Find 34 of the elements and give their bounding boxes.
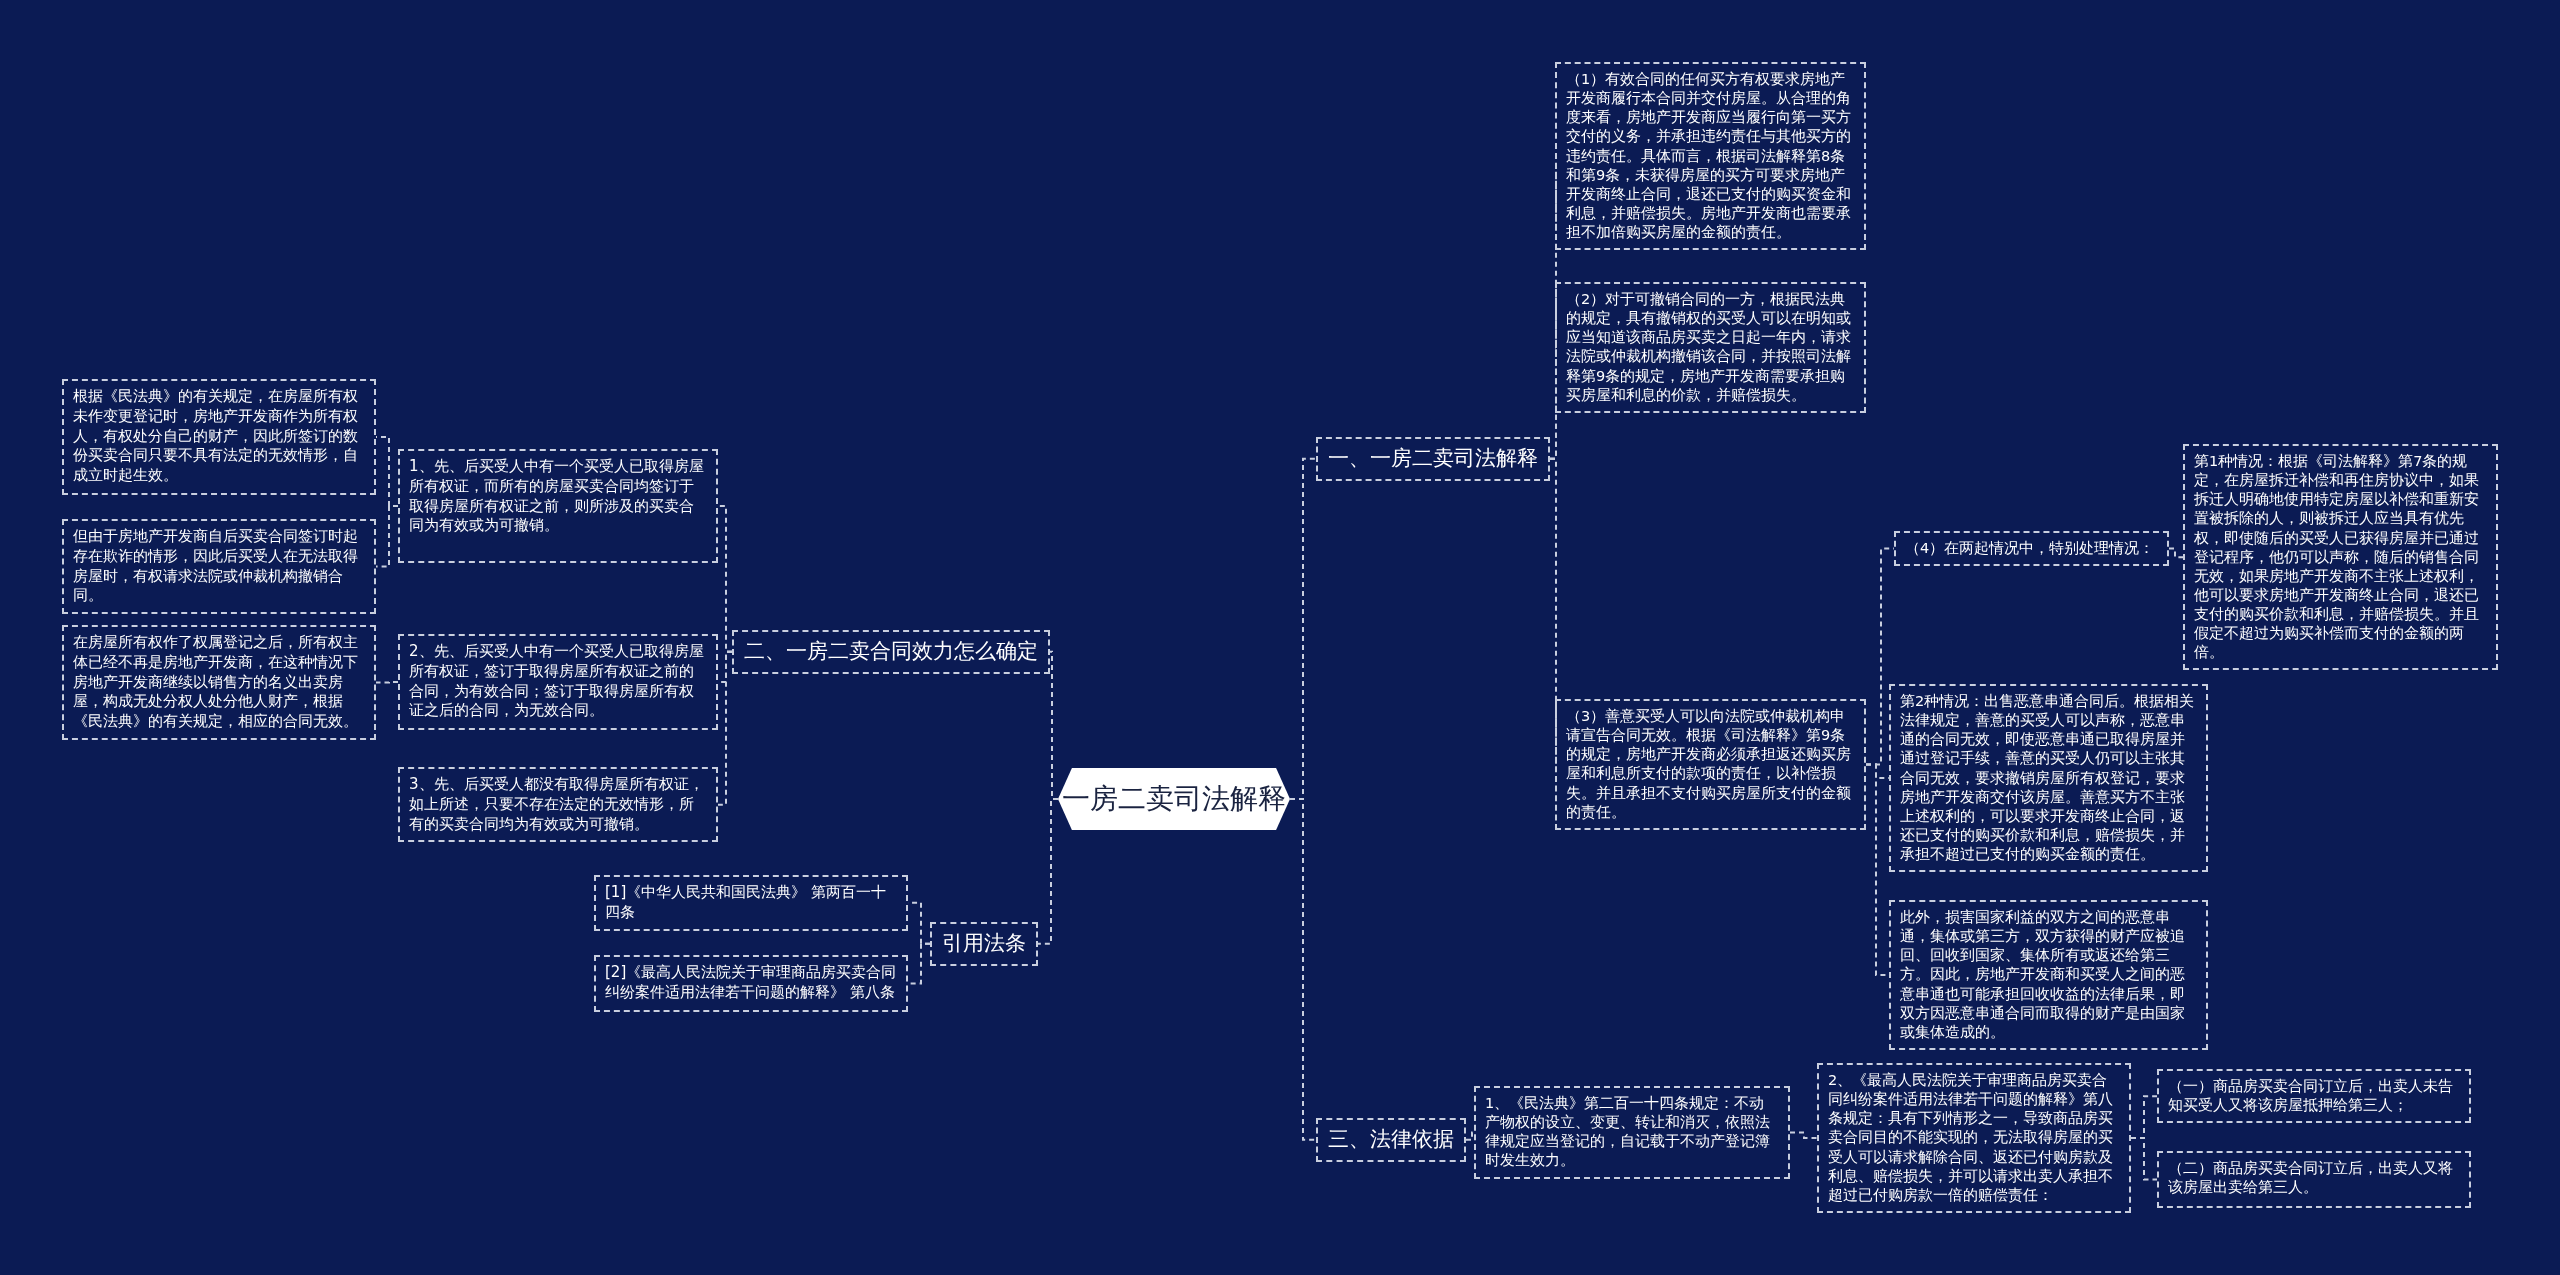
topic-box: （二）商品房买卖合同订立后，出卖人又将该房屋出卖给第三人。 (2157, 1151, 2471, 1208)
topic-box: 2、先、后买受人中有一个买受人已取得房屋所有权证，签订于取得房屋所有权证之前的合同，为有效合同；签订于取得房屋所有权证之后的合同，为无效合同。 (398, 634, 718, 730)
topic-box: 但由于房地产开发商自后买卖合同签订时起存在欺诈的情形，因此后买受人在无法取得房屋时，有权请求法院或仲裁机构撤销合同。 (62, 519, 376, 615)
topic-box: 第1种情况：根据《司法解释》第7条的规定，在房屋拆迁补偿和再住房协议中，如果拆迁人明确地使用特定房屋以补偿和重新安置被拆除的人，则被拆迁人应当具有优先权，即使随后的买受人已获得房屋并已通过登记程序，他仍可以声称，随后的销售合同无效，如果房地产开发商不主张上述权利，他可以要求房地产开发商终止合同，退还已支付的购买价款和利息，并赔偿损失。并且假定不超过为购买补偿而支付的金额的两倍。 (2183, 444, 2498, 671)
connector-line (375, 505, 399, 568)
branch-topic: 三、法律依据 (1316, 1118, 1466, 1162)
topic-box: （4）在两起情况中，特别处理情况： (1894, 531, 2169, 567)
branch-topic: 一、一房二卖司法解释 (1316, 437, 1550, 481)
topic-box: [1]《中华人民共和国民法典》 第两百一十四条 (594, 875, 908, 931)
connector-line (1465, 1131, 1475, 1141)
topic-box: 2、《最高人民法院关于审理商品房买卖合同纠纷案件适用法律若干问题的解释》第八条规定：具有下列情形之一，导致商品房买卖合同目的不能实现的，无法取得房屋的买受人可以请求解除合同、返还已付购房款及利息、赔偿损失，并可以请求出卖人承担不超过已付购房款一倍的赔偿责任： (1817, 1063, 2131, 1213)
central-topic: 一房二卖司法解释 (1058, 768, 1290, 830)
topic-box: （一）商品房买卖合同订立后，出卖人未告知买受人又将该房屋抵押给第三人； (2157, 1069, 2471, 1124)
topic-box: 1、先、后买受人中有一个买受人已取得房屋所有权证，而所有的房屋买卖合同均签订于取得房屋所有权证之前，则所涉及的买卖合同为有效或为可撤销。 (398, 449, 718, 563)
connector-line (2130, 1137, 2158, 1181)
topic-box: [2]《最高人民法院关于审理商品房买卖合同纠纷案件适用法律若干问题的解释》 第八条 (594, 955, 908, 1012)
connector-line (375, 681, 399, 684)
topic-box: 第2种情况：出售恶意串通合同后。根据相关法律规定，善意的买受人可以声称，恶意串通的合同无效，即使恶意串通已取得房屋并通过登记手续，善意的买受人仍可以主张其合同无效，要求撤销房屋所有权登记，要求房地产开发商交付该房屋。善意买方不主张上述权利的，可以要求开发商终止合同，返还已支付的购买价款和利息，赔偿损失，并承担不超过已支付的购买金额的责任。 (1889, 684, 2208, 873)
topic-box: （1）有效合同的任何买方有权要求房地产开发商履行本合同并交付房屋。从合理的角度来看，房地产开发商应当履行向第一买方交付的义务，并承担违约责任与其他买方的违约责任。具体而言，根据司法解释第8条和第9条，未获得房屋的买方可要求房地产开发商终止合同，退还已支付的购买资金和利息，并赔偿损失。房地产开发商也需要承担不加倍购买房屋的金额的责任。 (1555, 62, 1866, 251)
connector-line (1289, 798, 1317, 1141)
connector-line (2168, 547, 2184, 559)
topic-box: 在房屋所有权作了权属登记之后，所有权主体已经不再是房地产开发商，在这种情况下房地产开发商继续以销售方的名义出卖房屋，构成无处分权人处分他人财产，根据《民法典》的有关规定，相应的合同无效。 (62, 625, 376, 740)
branch-topic: 二、一房二卖合同效力怎么确定 (732, 630, 1050, 674)
connector-line (1549, 457, 1557, 766)
topic-box: （2）对于可撤销合同的一方，根据民法典的规定，具有撤销权的买受人可以在明知或应当知道该商品房买卖之日起一年内，请求法院或仲裁机构撤销该合同，并按照司法解释第9条的规定，房地产开发商需要承担购买房屋和利息的价款，并赔偿损失。 (1555, 282, 1866, 413)
topic-box: 根据《民法典》的有关规定，在房屋所有权未作变更登记时，房地产开发商作为所有权人，有权处分自己的财产，因此所签订的数份买卖合同只要不具有法定的无效情形，自成立时起生效。 (62, 379, 376, 495)
branch-topic: 引用法条 (930, 922, 1038, 966)
connector-line (1789, 1131, 1818, 1139)
connector-line (717, 650, 733, 806)
topic-box: 此外，损害国家利益的双方之间的恶意串通，集体或第三方，双方获得的财产应被追回、回收到国家、集体所有或返还给第三方。因此，房地产开发商和买受人之间的恶意串通也可能承担回收收益的法律后果，即双方因恶意串通合同而取得的财产是由国家或集体造成的。 (1889, 900, 2208, 1050)
topic-box: 1、《民法典》第二百一十四条规定：不动产物权的设立、变更、转让和消灭，依照法律规定应当登记的，自记载于不动产登记簿时发生效力。 (1474, 1086, 1790, 1179)
connector-line (1037, 798, 1059, 945)
topic-box: （3）善意买受人可以向法院或仲裁机构申请宣告合同无效。根据《司法解释》第9条的规定，房地产开发商必须承担返还购买房屋和利息所支付的款项的责任，以补偿损失。并且承担不支付购买房屋所支付的金额的责任。 (1555, 699, 1866, 830)
topic-box: 3、先、后买受人都没有取得房屋所有权证，如上所述，只要不存在法定的无效情形，所有的买卖合同均为有效或为可撤销。 (398, 767, 718, 843)
